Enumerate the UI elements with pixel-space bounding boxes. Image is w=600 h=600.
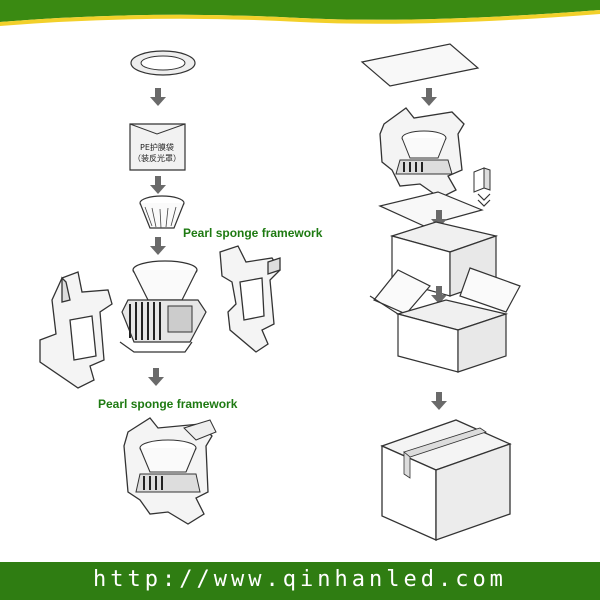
sealed-carton (380, 419, 512, 542)
foam-frame-right (219, 245, 281, 353)
pearl-sponge-label-top: Pearl sponge framework (183, 226, 323, 240)
lamp-assembly (119, 260, 207, 353)
open-outer-carton (369, 267, 521, 373)
down-arrow (431, 392, 447, 410)
down-arrow (148, 368, 164, 386)
footer-band (0, 562, 600, 600)
reflector-cup (139, 195, 185, 229)
down-arrow (431, 286, 447, 304)
accessory-box (473, 167, 491, 207)
middle-board (378, 191, 484, 227)
website-url: http://www.qinhanled.com (93, 567, 507, 592)
bag-label-line1: PE护膜袋 (140, 142, 174, 152)
pe-bag: PE护膜袋 （装反光罩） (129, 123, 186, 171)
pearl-sponge-label-bottom: Pearl sponge framework (98, 397, 238, 411)
top-banner (0, 0, 600, 26)
bag-label-line2: （装反光罩） (133, 153, 181, 163)
foam-frame-left (39, 271, 113, 389)
reflector-ring (130, 50, 196, 76)
lamp-in-framework (123, 417, 217, 525)
down-arrow (421, 88, 437, 106)
framed-lamp-right (379, 107, 465, 199)
down-arrow (150, 237, 166, 255)
down-arrow (150, 176, 166, 194)
down-arrow (150, 88, 166, 106)
top-board (360, 43, 480, 87)
